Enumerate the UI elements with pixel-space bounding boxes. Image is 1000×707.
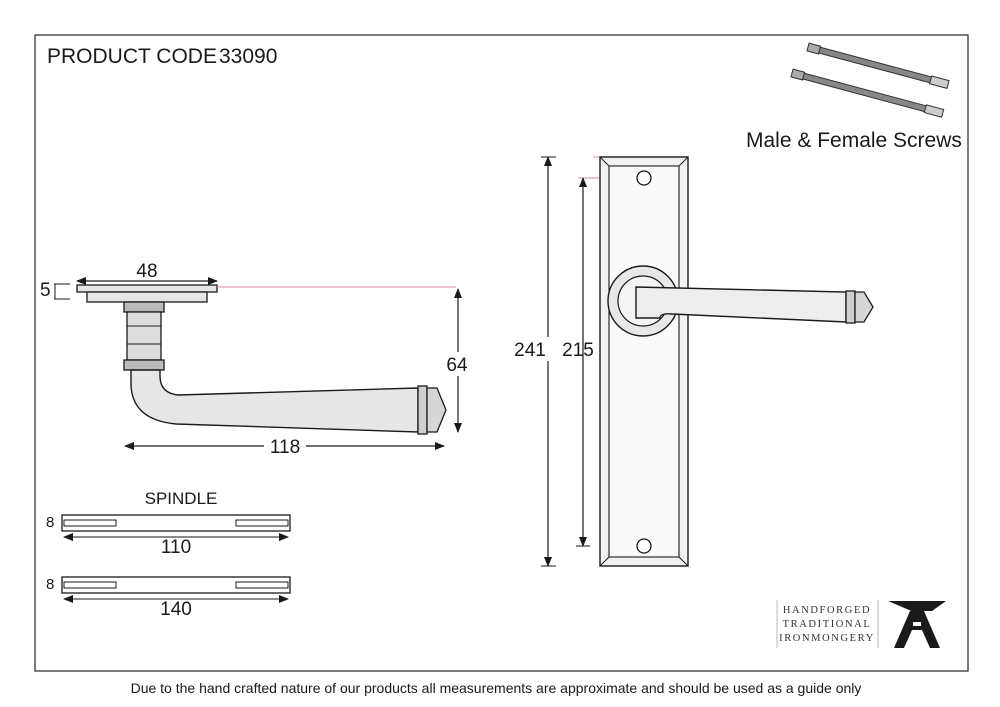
brand-line-3: IRONMONGERY [779,633,875,644]
screws-label: Male & Female Screws [746,129,962,152]
spindle-title: SPINDLE [145,489,218,508]
spindle-long-length: 140 [160,599,192,620]
lever-side-view [76,284,447,435]
product-code-label: PRODUCT CODE [47,45,217,68]
spindle-long-size: 8 [46,576,54,593]
spindle-long [61,576,291,594]
dim-lever-height: 64 [446,355,468,376]
spindle-short [61,514,291,532]
spindle-short-size: 8 [46,514,54,531]
screws-illustration [790,42,950,118]
drawing-frame [34,34,969,672]
dim-plate-height: 241 [514,340,546,361]
dim-fixing-centres: 215 [562,340,594,361]
backplate-front-view [599,156,874,567]
dim-rose-width: 48 [136,261,157,282]
anvil-icon [888,601,946,648]
product-code-value: 33090 [219,45,277,68]
dim-rose-thickness: 5 [40,280,51,301]
brand-line-1: HANDFORGED [783,605,871,616]
dim-lever-length: 118 [270,437,300,458]
brand-line-2: TRADITIONAL [783,619,872,630]
footer-disclaimer: Due to the hand crafted nature of our pr… [131,680,862,696]
spindle-short-length: 110 [161,537,191,558]
brand-logo: HANDFORGED TRADITIONAL IRONMONGERY [776,600,946,648]
